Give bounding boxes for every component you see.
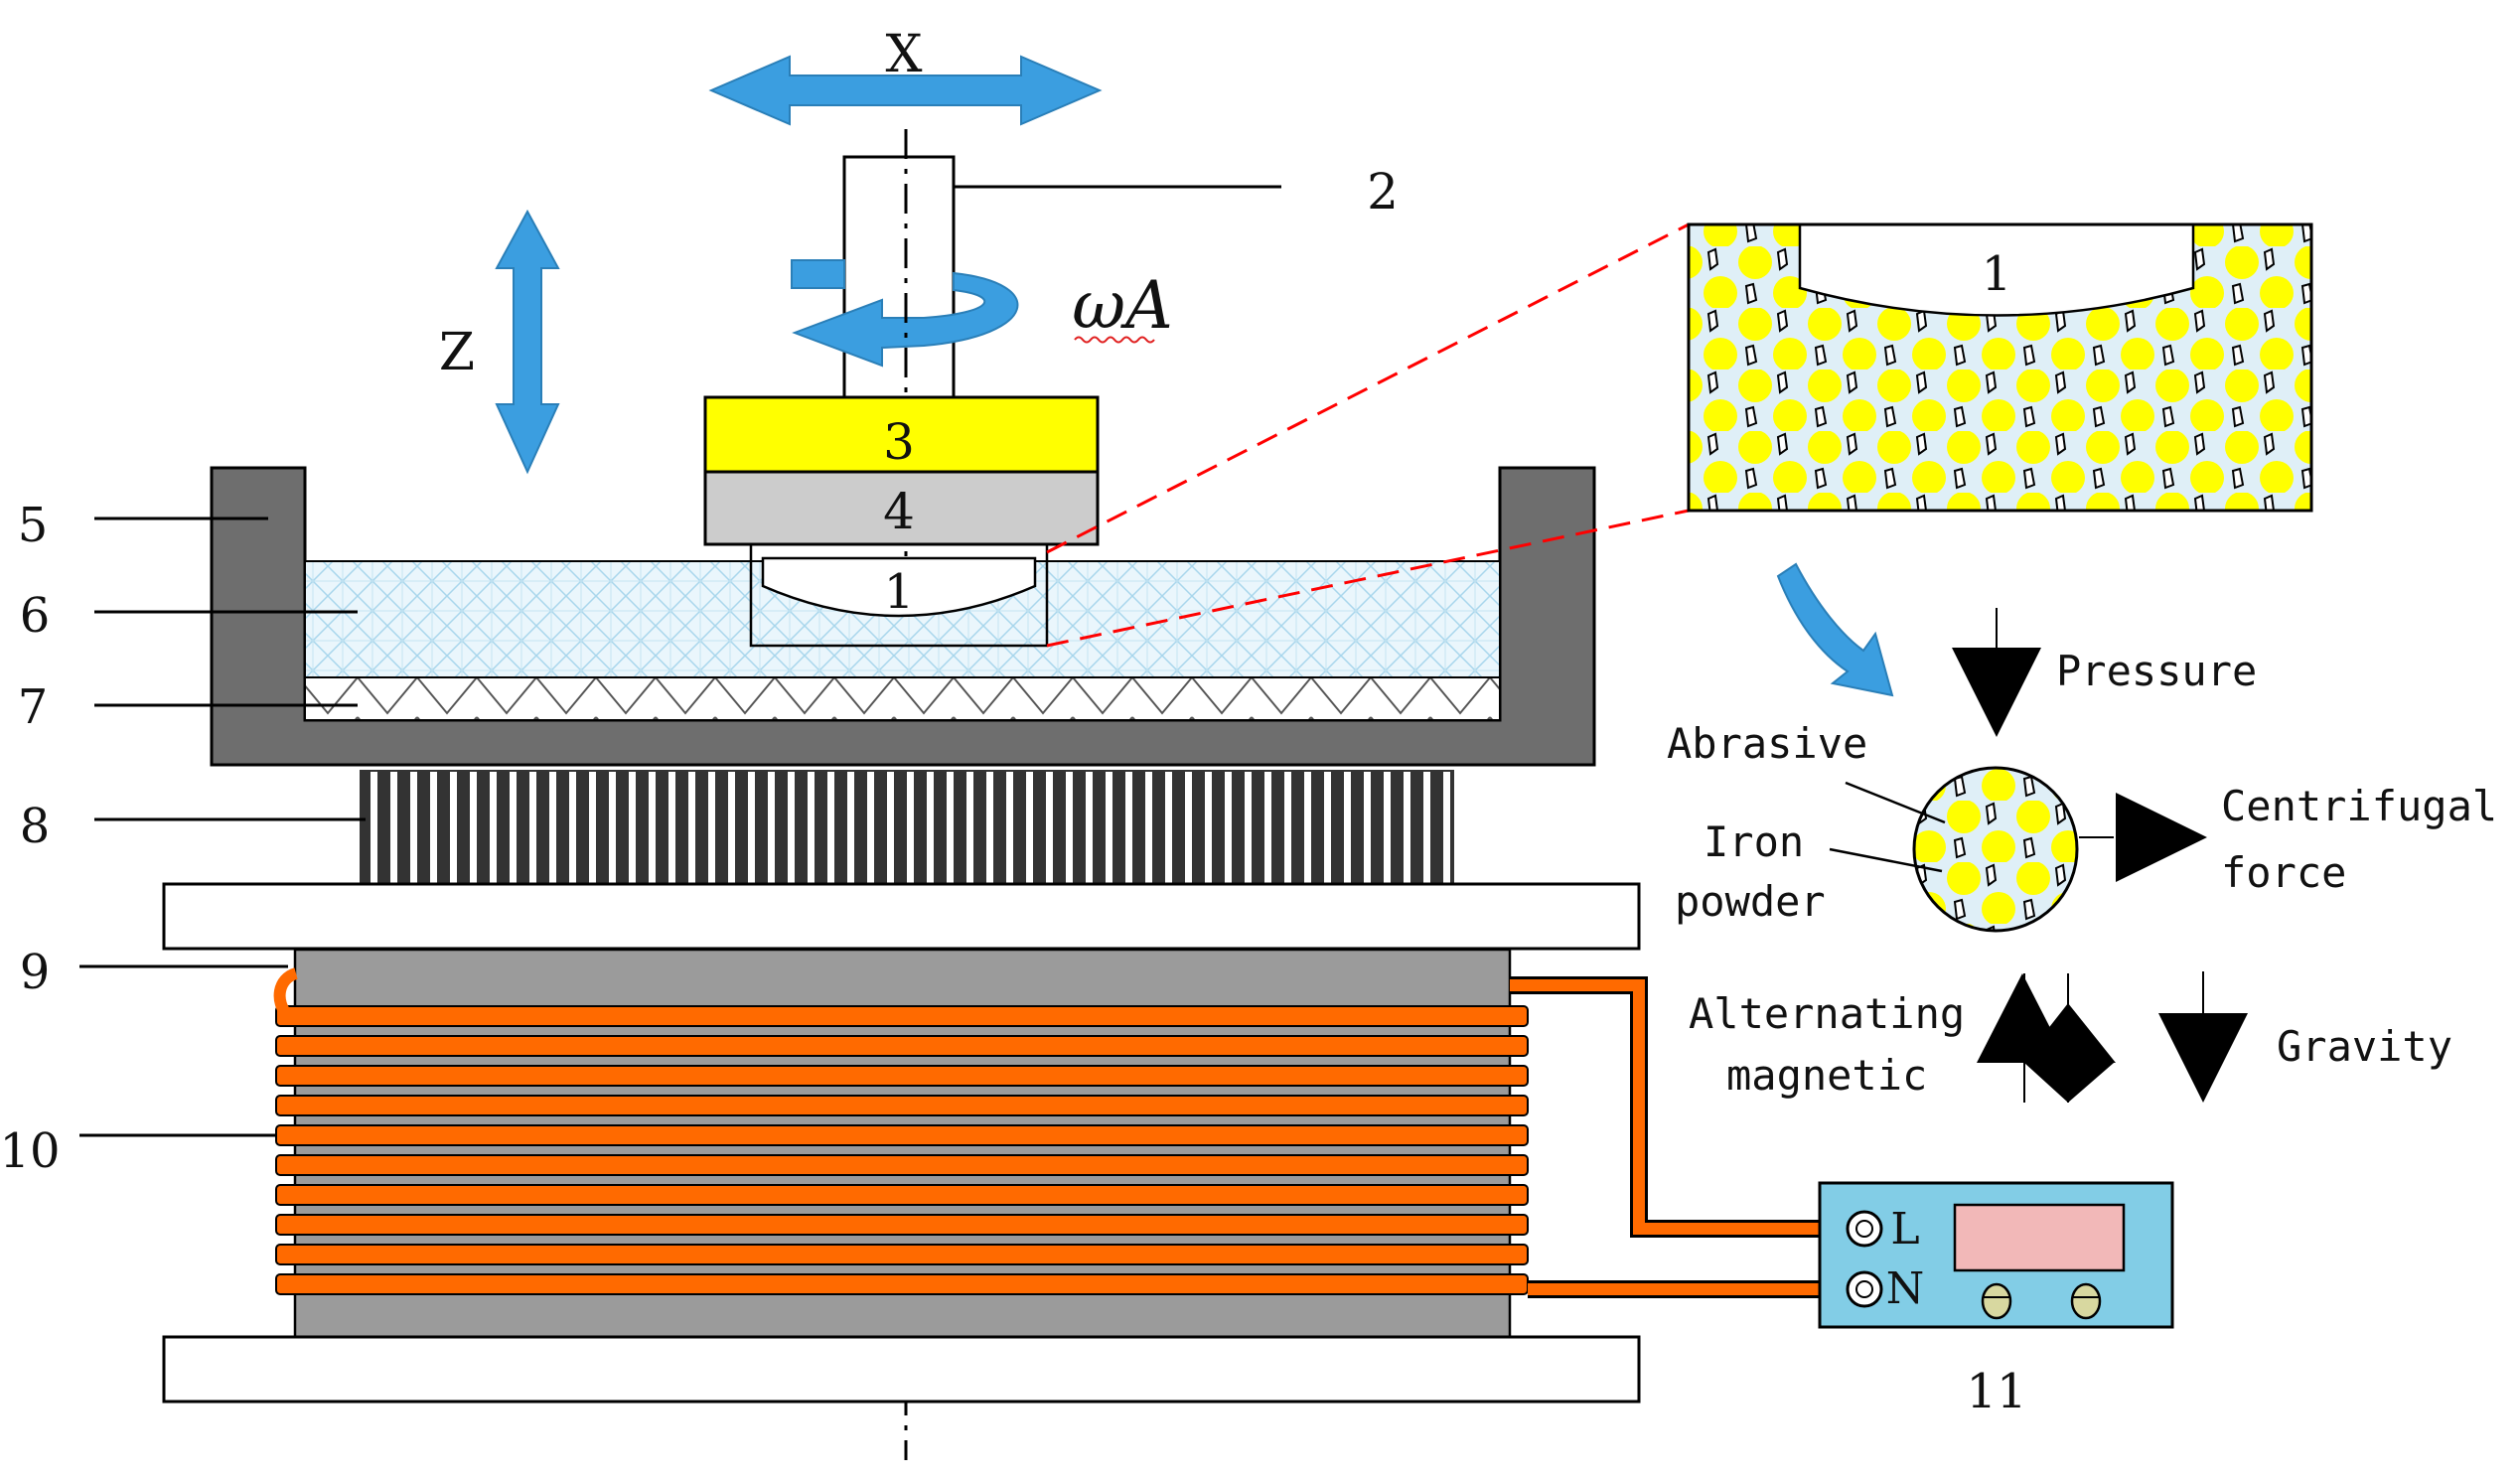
x-axis-arrow — [708, 55, 1103, 126]
pressure-arrow — [1952, 608, 2041, 737]
z-axis-arrow — [495, 209, 560, 475]
supply-display — [1953, 1203, 2126, 1272]
spindle — [842, 155, 956, 399]
knob-left — [1981, 1282, 2012, 1320]
upper-plate — [162, 882, 1641, 951]
holder-block-4 — [703, 470, 1100, 546]
abrasive-label: Abrasive — [1667, 719, 1867, 768]
label-10: 10 — [0, 1123, 61, 1179]
coil-windings-10 — [273, 967, 1529, 1295]
workpiece-1 — [749, 542, 1049, 648]
label-4: 4 — [883, 483, 915, 540]
x-axis-label: X — [885, 25, 922, 84]
terminal-l-label: L — [1890, 1204, 1919, 1255]
abrasive-leader — [1845, 781, 1946, 824]
label-2: 2 — [1367, 163, 1399, 221]
label-11: 11 — [1966, 1364, 2026, 1419]
iron-powder-label-1: Iron — [1704, 817, 1804, 866]
iron-powder-leader — [1829, 847, 1943, 873]
label-3: 3 — [883, 413, 915, 471]
label-8: 8 — [20, 799, 51, 854]
inset-zoom-box — [1687, 222, 2313, 513]
centrifugal-label-2: force — [2221, 848, 2346, 897]
lower-plate — [162, 1335, 1641, 1404]
rotation-label: ωA — [1072, 267, 1172, 344]
label-9: 9 — [20, 945, 51, 1000]
knob-right — [2070, 1282, 2102, 1320]
particle-detail-circle — [1912, 766, 2079, 933]
alternating-label-2: magnetic — [1726, 1051, 1927, 1100]
heat-sink-8 — [360, 770, 1454, 885]
container-5 — [210, 466, 1596, 767]
z-axis-label: Z — [439, 323, 475, 382]
centrifugal-arrow — [2079, 793, 2207, 882]
alternating-magnetic-arrows — [1977, 973, 2116, 1103]
terminal-n — [1846, 1270, 1883, 1308]
gravity-label: Gravity — [2277, 1022, 2452, 1071]
alternating-label-1: Alternating — [1689, 989, 1965, 1038]
inset-workpiece-label: 1 — [1982, 246, 2012, 302]
label-5: 5 — [18, 498, 49, 553]
label-1: 1 — [884, 564, 915, 620]
label-7: 7 — [18, 679, 49, 735]
polishing-pad-7 — [304, 676, 1501, 721]
pressure-label: Pressure — [2056, 647, 2257, 695]
gravity-arrow — [2158, 971, 2248, 1103]
centrifugal-label-1: Centrifugal — [2221, 782, 2497, 830]
label-6: 6 — [20, 588, 51, 644]
terminal-n-label: N — [1886, 1263, 1925, 1314]
iron-powder-label-2: powder — [1675, 877, 1826, 926]
zoom-curved-arrow — [1776, 562, 1894, 697]
zoom-lines — [1046, 222, 1690, 648]
terminal-l — [1846, 1210, 1883, 1248]
spellcheck-squiggle — [1074, 336, 1155, 344]
power-wires — [1510, 976, 1862, 1298]
